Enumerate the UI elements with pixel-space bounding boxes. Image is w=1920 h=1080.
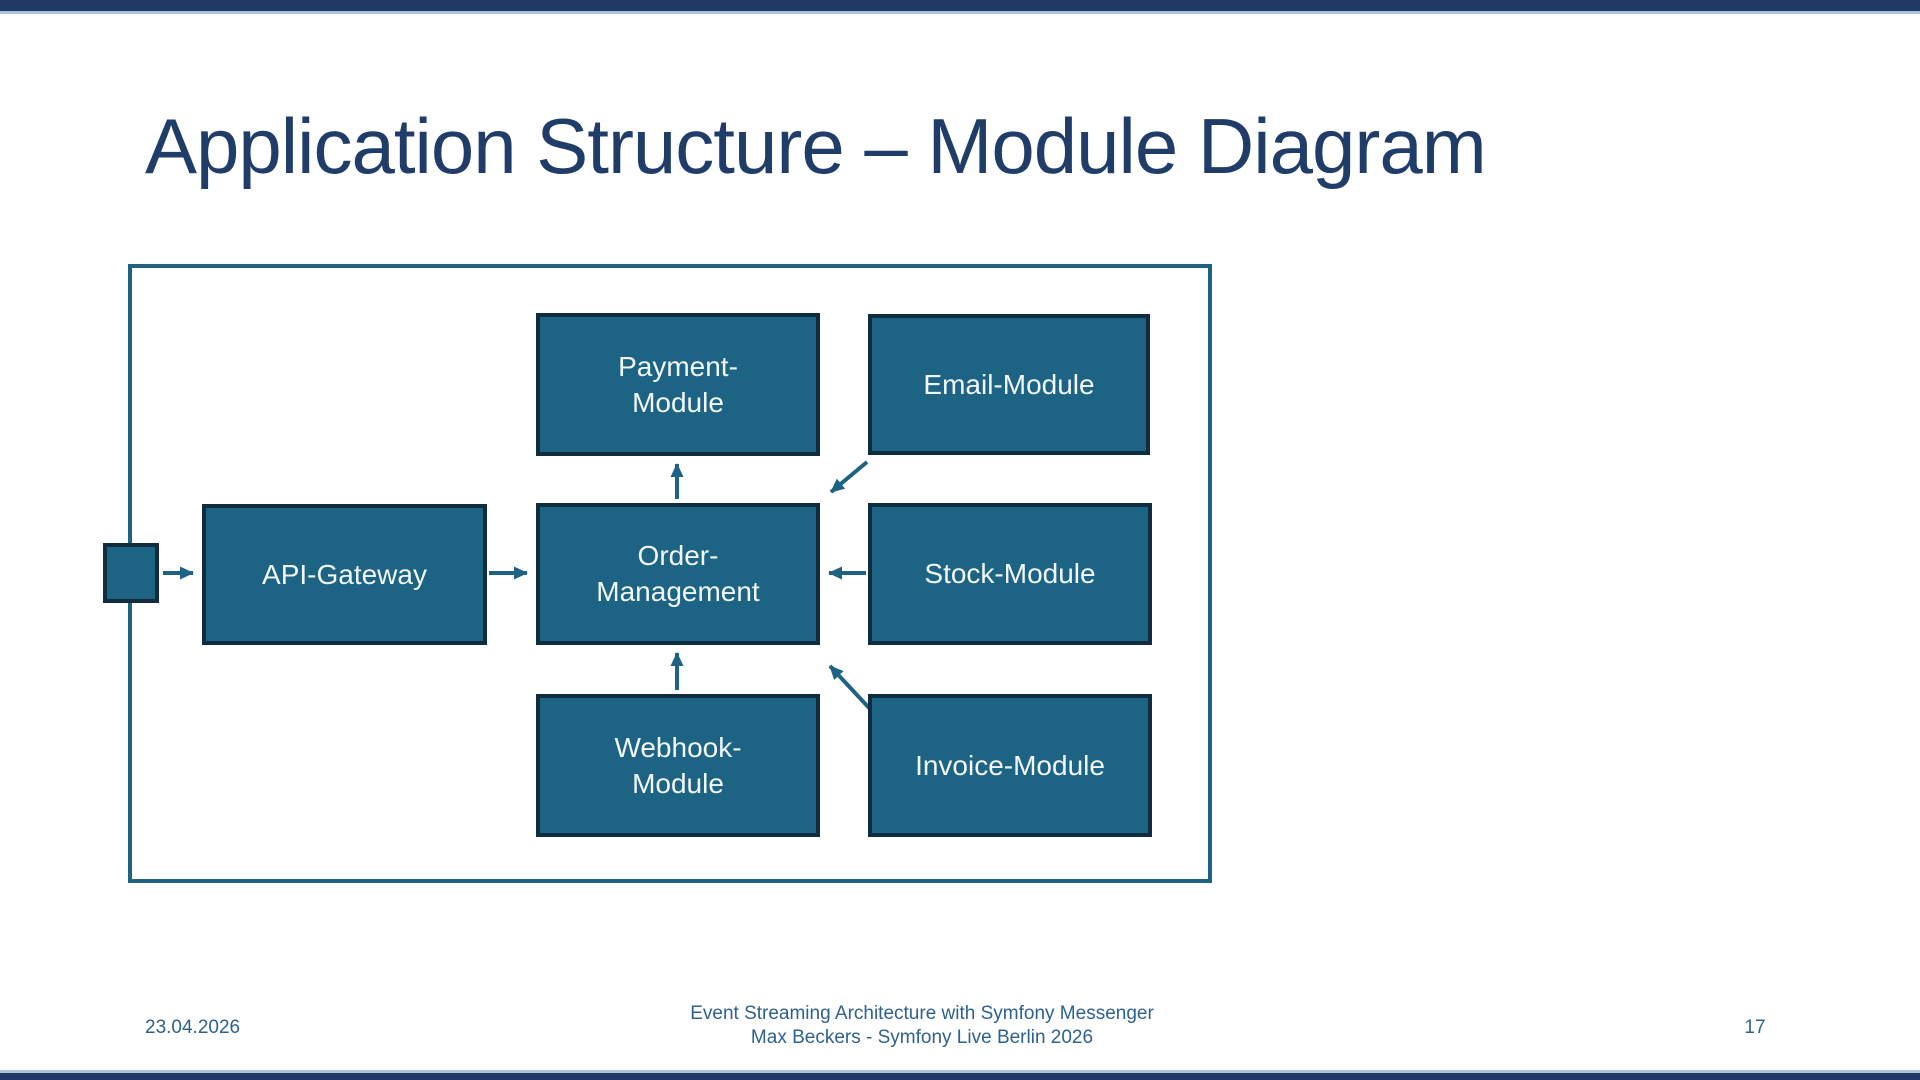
footer-speaker-event: Max Beckers - Symfony Live Berlin 2026 [750,1027,1094,1048]
node-order-management: Order- Management [536,503,820,645]
footer-date: 23.04.2026 [145,1017,241,1038]
footer-center: Event Streaming Architecture with Symfon… [522,1002,1322,1050]
slide-title: Application Structure – Module Diagram [145,102,1487,190]
node-api-gateway: API-Gateway [202,504,487,645]
node-webhook-module: Webhook- Module [536,694,820,837]
bottom-accent-bar [0,1070,1920,1080]
node-payment-module: Payment- Module [536,313,820,456]
footer-talk-title: Event Streaming Architecture with Symfon… [690,1003,1154,1024]
external-entry-square [103,543,159,603]
node-email-module: Email-Module [868,314,1150,455]
node-stock-module: Stock-Module [868,503,1152,645]
top-accent-bar [0,0,1920,14]
node-invoice-module: Invoice-Module [868,694,1152,837]
footer-page-number: 17 [1744,1017,1766,1038]
